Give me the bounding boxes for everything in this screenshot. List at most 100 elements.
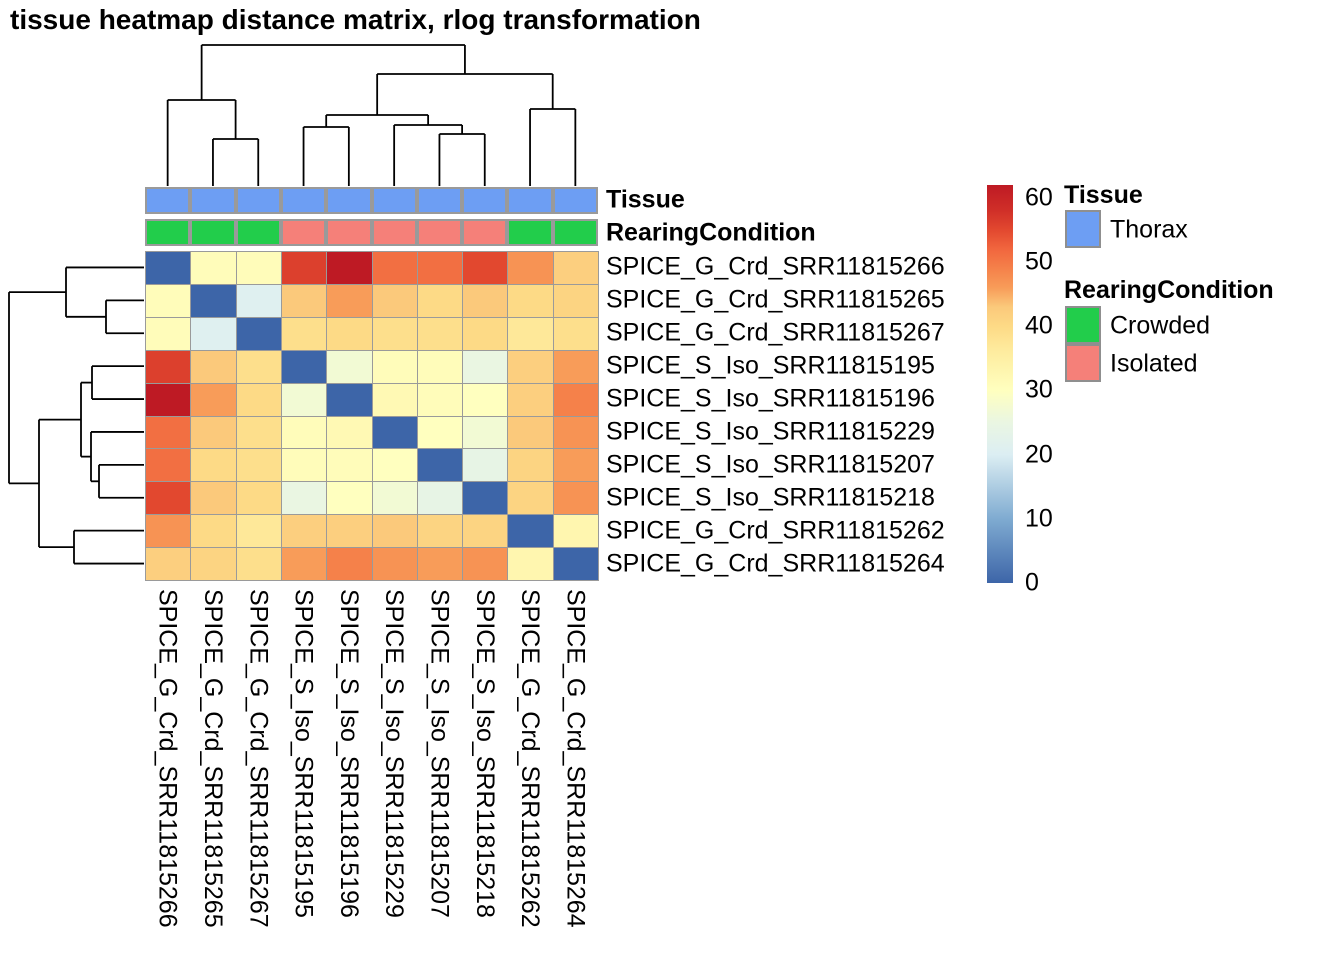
rearing-annotation-cell	[462, 219, 507, 246]
row-label: SPICE_G_Crd_SRR11815262	[606, 516, 945, 545]
heatmap-cell	[145, 383, 191, 417]
heatmap-cell	[507, 514, 554, 548]
rearing-annotation-cell	[417, 219, 462, 246]
row-label: SPICE_G_Crd_SRR11815267	[606, 318, 945, 347]
tissue-annotation-cell	[553, 187, 598, 214]
heatmap-cell	[190, 383, 237, 417]
heatmap-cell	[326, 481, 373, 515]
column-label: SPICE_G_Crd_SRR11815266	[154, 589, 182, 928]
column-label: SPICE_G_Crd_SRR11815262	[516, 589, 544, 928]
heatmap-cell	[553, 547, 599, 581]
legend-crowded-swatch	[1065, 306, 1101, 344]
heatmap-cell	[326, 448, 373, 482]
color-scale-tick-label: 20	[1025, 440, 1053, 469]
heatmap-cell	[326, 547, 373, 581]
color-scale-tick-label: 60	[1025, 183, 1053, 212]
color-scale-tick-label: 0	[1025, 568, 1039, 597]
heatmap-cell	[372, 514, 418, 548]
color-scale-tick-label: 50	[1025, 247, 1053, 276]
heatmap-cell	[236, 251, 282, 285]
heatmap-cell	[553, 448, 599, 482]
tissue-annotation-cell	[507, 187, 553, 214]
tissue-annotation-cell	[462, 187, 507, 214]
heatmap-cell	[145, 514, 191, 548]
rearing-annotation-cell	[190, 219, 236, 246]
heatmap-cell	[372, 547, 418, 581]
legend-thorax-swatch	[1065, 210, 1101, 248]
tissue-annotation-cell	[236, 187, 281, 214]
row-label: SPICE_G_Crd_SRR11815265	[606, 285, 945, 314]
heatmap-cell	[417, 416, 463, 449]
rearing-annotation-cell	[507, 219, 553, 246]
column-label: SPICE_S_Iso_SRR11815196	[335, 589, 363, 918]
row-label: SPICE_S_Iso_SRR11815196	[606, 384, 935, 413]
heatmap-cell	[281, 448, 327, 482]
column-label: SPICE_S_Iso_SRR11815195	[290, 589, 318, 918]
heatmap-cell	[236, 448, 282, 482]
row-label: SPICE_G_Crd_SRR11815264	[606, 549, 945, 578]
heatmap-cell	[553, 416, 599, 449]
heatmap-cell	[190, 547, 237, 581]
legend-tissue-title: Tissue	[1064, 181, 1143, 209]
heatmap-cell	[236, 317, 282, 351]
heatmap-cell	[190, 317, 237, 351]
heatmap-cell	[507, 383, 554, 417]
tissue-annotation-cell	[326, 187, 372, 214]
row-label: SPICE_S_Iso_SRR11815195	[606, 351, 935, 380]
plot-title: tissue heatmap distance matrix, rlog tra…	[10, 4, 701, 35]
column-label: SPICE_G_Crd_SRR11815267	[244, 589, 272, 928]
tissue-annotation-cell	[417, 187, 462, 214]
tissue-annotation-cell	[281, 187, 326, 214]
color-scale-bar	[987, 185, 1013, 583]
legend-thorax-label: Thorax	[1110, 215, 1188, 244]
heatmap-cell	[553, 350, 599, 384]
rearing-annotation-cell	[281, 219, 326, 246]
heatmap-cell	[281, 547, 327, 581]
color-scale-tick-label: 30	[1025, 375, 1053, 404]
rearing-annotation-cell	[326, 219, 372, 246]
heatmap-cell	[553, 317, 599, 351]
column-label: SPICE_G_Crd_SRR11815264	[561, 589, 589, 928]
heatmap-cell	[236, 350, 282, 384]
row-label: SPICE_S_Iso_SRR11815229	[606, 417, 935, 446]
heatmap-cell	[462, 514, 508, 548]
rearing-annotation-cell	[236, 219, 281, 246]
row-label: SPICE_G_Crd_SRR11815266	[606, 252, 945, 281]
tissue-annotation-cell	[145, 187, 190, 214]
color-scale-tick-label: 40	[1025, 311, 1053, 340]
heatmap-cell	[462, 547, 508, 581]
tissue-annotation-cell	[190, 187, 236, 214]
rearing-annotation-cell	[553, 219, 598, 246]
column-label: SPICE_S_Iso_SRR11815218	[471, 589, 499, 918]
heatmap-cell	[326, 350, 373, 384]
tissue-annotation-cell	[372, 187, 417, 214]
legend-crowded-label: Crowded	[1110, 311, 1211, 340]
heatmap-cell	[417, 350, 463, 384]
heatmap-cell	[190, 514, 237, 548]
heatmap-cell	[326, 284, 373, 318]
tissue-track-label: Tissue	[606, 185, 685, 214]
heatmap-cell	[281, 251, 327, 285]
heatmap-cell	[417, 448, 463, 482]
legend-isolated-label: Isolated	[1110, 349, 1198, 378]
rearing-annotation-cell	[145, 219, 190, 246]
color-scale-tick-label: 10	[1025, 504, 1053, 533]
heatmap-cell	[190, 448, 237, 482]
legend-isolated-swatch	[1065, 344, 1101, 382]
heatmap-cell	[462, 284, 508, 318]
column-label: SPICE_S_Iso_SRR11815207	[425, 589, 453, 918]
row-label: SPICE_S_Iso_SRR11815218	[606, 483, 935, 512]
heatmap-cell	[236, 481, 282, 515]
rearing-annotation-cell	[372, 219, 417, 246]
heatmap-cell	[553, 284, 599, 318]
column-label: SPICE_S_Iso_SRR11815229	[380, 589, 408, 918]
rearing-track-label: RearingCondition	[606, 218, 816, 247]
heatmap-cell	[372, 350, 418, 384]
row-label: SPICE_S_Iso_SRR11815207	[606, 450, 935, 479]
heatmap-cell	[326, 416, 373, 449]
heatmap-cell	[462, 448, 508, 482]
column-label: SPICE_G_Crd_SRR11815265	[199, 589, 227, 928]
